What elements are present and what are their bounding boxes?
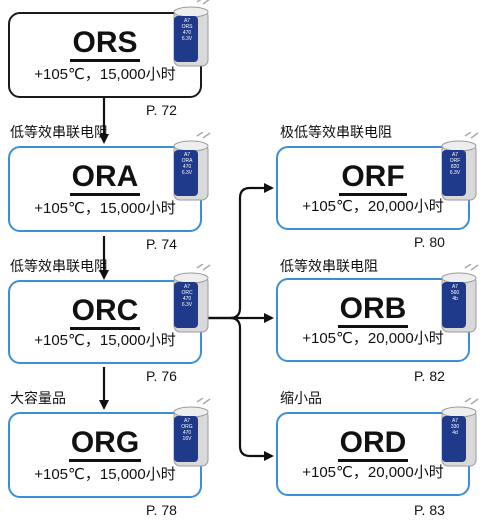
orb-desc: 低等效串联电阻: [280, 258, 378, 274]
orf-name: ORF: [278, 162, 468, 196]
orb-page: P. 82: [414, 368, 445, 384]
ors-name: ORS: [10, 28, 200, 62]
org-page: P. 78: [146, 502, 177, 518]
ors-spec: +105℃，15,000小时: [34, 66, 176, 83]
org-desc: 大容量品: [10, 390, 66, 406]
ora-name: ORA: [10, 162, 200, 196]
ord-page: P. 83: [414, 502, 445, 518]
orb-spec: +105℃，20,000小时: [302, 330, 444, 347]
orf-desc: 极低等效串联电阻: [280, 124, 392, 140]
orc-desc: 低等效串联电阻: [10, 258, 108, 274]
ora-spec: +105℃，15,000小时: [34, 200, 176, 217]
orf-page: P. 80: [414, 234, 445, 250]
ord-desc: 缩小品: [280, 390, 322, 406]
ora-desc: 低等效串联电阻: [10, 124, 108, 140]
ors-card: ORS +105℃，15,000小时: [8, 12, 202, 98]
orc-spec: +105℃，15,000小时: [34, 332, 176, 349]
ord-name: ORD: [278, 428, 468, 462]
orc-page: P. 76: [146, 368, 177, 384]
orb-name: ORB: [278, 294, 468, 328]
ors-page: P. 72: [146, 102, 177, 118]
orb-card: ORB +105℃，20,000小时: [276, 278, 470, 362]
org-name: ORG: [10, 428, 200, 462]
orc-name: ORC: [10, 296, 200, 330]
ord-card: ORD +105℃，20,000小时: [276, 412, 470, 496]
ord-spec: +105℃，20,000小时: [302, 464, 444, 481]
arrow-orc-ord: [229, 316, 274, 461]
orf-card: ORF +105℃，20,000小时: [276, 146, 470, 230]
org-card: ORG +105℃，15,000小时: [8, 412, 202, 498]
org-spec: +105℃，15,000小时: [34, 466, 176, 483]
orc-card: ORC +105℃，15,000小时: [8, 280, 202, 364]
ora-page: P. 74: [146, 236, 177, 252]
ora-card: ORA +105℃，15,000小时: [8, 146, 202, 232]
orf-spec: +105℃，20,000小时: [302, 198, 444, 215]
